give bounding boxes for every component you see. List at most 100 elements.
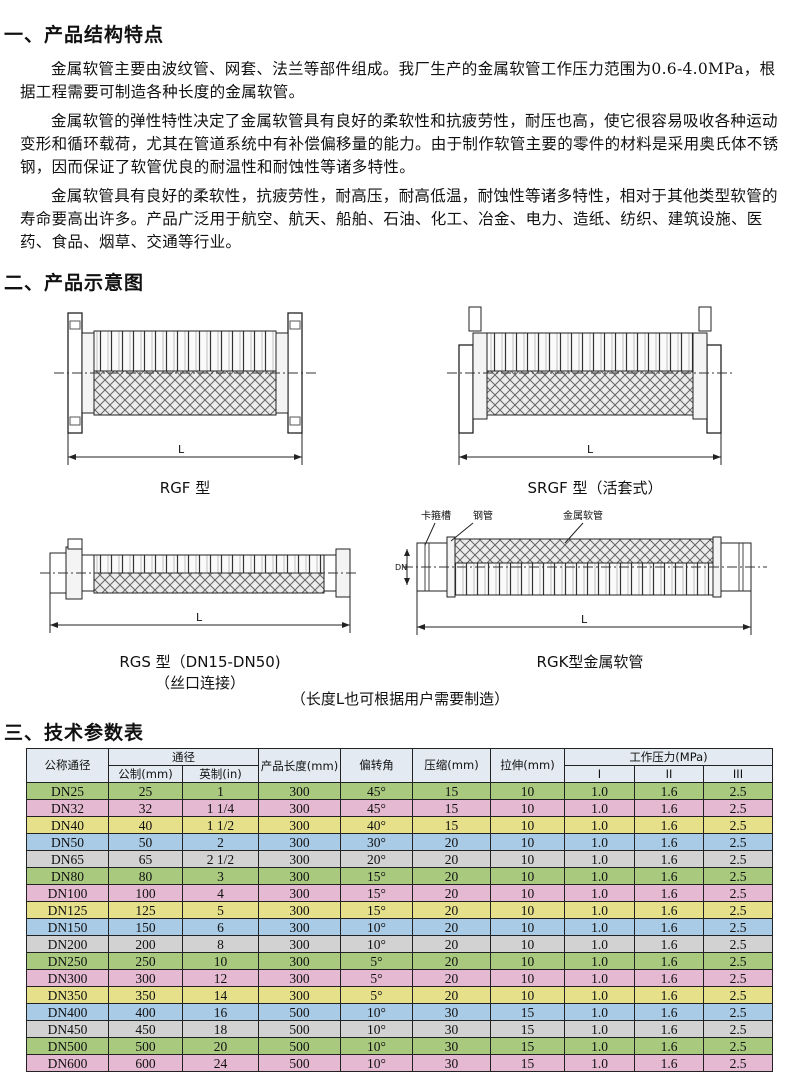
cell-angle: 45° <box>340 799 413 817</box>
cell-imperial: 6 <box>182 918 259 936</box>
cell-pressure-3: 2.5 <box>702 901 774 919</box>
cell-extension: 10 <box>490 969 565 987</box>
cell-metric: 500 <box>108 1037 183 1055</box>
cell-metric: 450 <box>108 1020 183 1038</box>
cell-compression: 20 <box>412 884 491 902</box>
cell-angle: 15° <box>340 867 413 885</box>
cell-nominal: DN25 <box>26 782 109 800</box>
cell-nominal: DN300 <box>26 969 109 987</box>
cell-angle: 10° <box>340 918 413 936</box>
cell-pressure-3: 2.5 <box>702 799 774 817</box>
header-nominal: 公称通径 <box>26 748 109 783</box>
cell-angle: 15° <box>340 884 413 902</box>
cell-pressure-3: 2.5 <box>702 918 774 936</box>
srgf-dim-label: L <box>587 443 594 456</box>
cell-pressure-3: 2.5 <box>702 833 774 851</box>
rgf-dim-label: L <box>178 443 185 456</box>
cell-extension: 10 <box>490 952 565 970</box>
cell-metric: 32 <box>108 799 183 817</box>
cell-compression: 15 <box>412 816 491 834</box>
cell-pressure-2: 1.6 <box>634 816 704 834</box>
rgf-diagram: L <box>40 305 330 474</box>
cell-length: 300 <box>258 782 341 800</box>
rgk-diagram: 卡箍槽 钢管 金属软管 DN L <box>395 505 775 644</box>
cell-nominal: DN32 <box>26 799 109 817</box>
cell-imperial: 2 <box>182 833 259 851</box>
cell-length: 300 <box>258 884 341 902</box>
header-metric: 公制(mm) <box>108 765 183 783</box>
rgs-caption-connection: （丝口连接） <box>154 674 245 692</box>
cell-pressure-2: 1.6 <box>634 782 704 800</box>
cell-pressure-2: 1.6 <box>634 1020 704 1038</box>
cell-compression: 20 <box>412 918 491 936</box>
length-note: （长度L也可根据用户需要制造） <box>290 690 510 708</box>
cell-extension: 15 <box>490 1054 565 1072</box>
cell-nominal: DN200 <box>26 935 109 953</box>
cell-length: 300 <box>258 986 341 1004</box>
cell-compression: 20 <box>412 850 491 868</box>
cell-pressure-2: 1.6 <box>634 935 704 953</box>
cell-extension: 10 <box>490 986 565 1004</box>
rgk-label-hose: 金属软管 <box>563 509 603 522</box>
cell-pressure-3: 2.5 <box>702 1003 774 1021</box>
cell-pressure-3: 2.5 <box>702 816 774 834</box>
cell-pressure-3: 2.5 <box>702 969 774 987</box>
srgf-diagram: L <box>445 305 735 474</box>
cell-angle: 10° <box>340 1020 413 1038</box>
cell-length: 500 <box>258 1020 341 1038</box>
cell-extension: 10 <box>490 884 565 902</box>
cell-pressure-2: 1.6 <box>634 799 704 817</box>
cell-metric: 125 <box>108 901 183 919</box>
cell-length: 300 <box>258 850 341 868</box>
cell-compression: 30 <box>412 1020 491 1038</box>
cell-extension: 15 <box>490 1020 565 1038</box>
cell-nominal: DN450 <box>26 1020 109 1038</box>
cell-imperial: 1 <box>182 782 259 800</box>
cell-pressure-1: 1.0 <box>564 799 635 817</box>
cell-metric: 150 <box>108 918 183 936</box>
paragraph-applications: 金属软管具有良好的柔软性，抗疲劳性，耐高压，耐高低温，耐蚀性等诸多特性，相对于其… <box>20 187 778 251</box>
cell-extension: 10 <box>490 918 565 936</box>
paragraph-composition: 金属软管主要由波纹管、网套、法兰等部件组成。我厂生产的金属软管工作压力范围为0.… <box>20 60 776 101</box>
cell-compression: 20 <box>412 935 491 953</box>
cell-angle: 10° <box>340 935 413 953</box>
cell-nominal: DN250 <box>26 952 109 970</box>
cell-pressure-2: 1.6 <box>634 952 704 970</box>
cell-nominal: DN50 <box>26 833 109 851</box>
cell-nominal: DN150 <box>26 918 109 936</box>
cell-pressure-2: 1.6 <box>634 918 704 936</box>
cell-pressure-2: 1.6 <box>634 969 704 987</box>
cell-metric: 250 <box>108 952 183 970</box>
cell-metric: 300 <box>108 969 183 987</box>
cell-imperial: 1 1/4 <box>182 799 259 817</box>
cell-length: 300 <box>258 799 341 817</box>
cell-imperial: 14 <box>182 986 259 1004</box>
cell-pressure-3: 2.5 <box>702 952 774 970</box>
cell-nominal: DN400 <box>26 1003 109 1021</box>
section-title-spec: 三、技术参数表 <box>4 722 145 744</box>
cell-length: 500 <box>258 1054 341 1072</box>
cell-pressure-2: 1.6 <box>634 986 704 1004</box>
cell-imperial: 4 <box>182 884 259 902</box>
header-compression: 压缩(mm) <box>412 748 491 783</box>
cell-length: 300 <box>258 901 341 919</box>
cell-metric: 25 <box>108 782 183 800</box>
cell-pressure-3: 2.5 <box>702 986 774 1004</box>
cell-compression: 20 <box>412 986 491 1004</box>
cell-extension: 10 <box>490 850 565 868</box>
cell-pressure-1: 1.0 <box>564 952 635 970</box>
cell-extension: 10 <box>490 867 565 885</box>
cell-nominal: DN80 <box>26 867 109 885</box>
cell-pressure-2: 1.6 <box>634 850 704 868</box>
cell-length: 300 <box>258 867 341 885</box>
